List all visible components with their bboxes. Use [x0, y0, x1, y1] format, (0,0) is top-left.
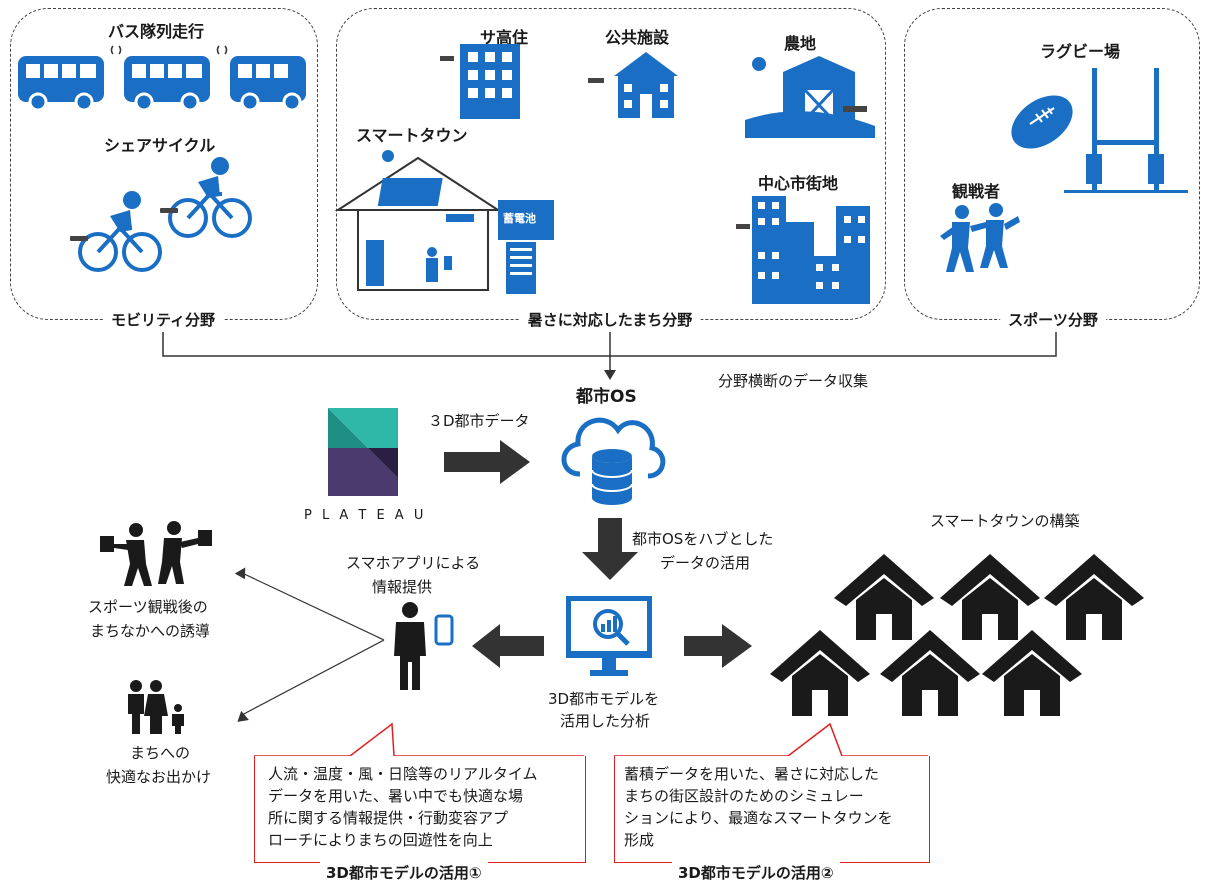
callout-1-line-3: 所に関する情報提供・行動変容アプ: [268, 809, 509, 827]
bus-platoon-title: バス隊列走行: [108, 22, 205, 41]
downtown-title: 中心市街地: [758, 174, 839, 193]
elderly-housing-title: サ高住: [480, 28, 529, 47]
guide-label-2: まちなかへの誘導: [90, 622, 211, 640]
callout-1-line-2: データを用いた、暑い中でも快適な場: [268, 787, 524, 805]
analysis-monitor-icon: [566, 596, 652, 676]
school-icon: [588, 52, 678, 118]
callout-1-line-1: 人流・温度・風・日陰等のリアルタイム: [268, 765, 538, 783]
plateau-logo: [328, 408, 398, 496]
callout-2-title: 3D都市モデルの活用②: [672, 862, 840, 883]
city-os-title: 都市OS: [576, 387, 637, 407]
spectators-icon: [940, 203, 1020, 272]
city-icon: [736, 196, 870, 304]
rugby-icon: [1011, 68, 1188, 193]
spectators-title: 観戦者: [952, 182, 1001, 201]
farmland-title: 農地: [784, 34, 817, 53]
callout-1-title: 3D都市モデルの活用①: [320, 862, 488, 883]
smart-house-icon: [334, 150, 554, 294]
battery-label: 蓄電池: [503, 212, 536, 225]
callout-2: [614, 756, 930, 863]
callout-2-line-4: 形成: [624, 831, 655, 849]
hub-label-2: データの活用: [660, 554, 751, 572]
barn-icon: [745, 56, 875, 138]
building-icon: [440, 44, 520, 119]
family-icon: [128, 680, 184, 734]
rugby-field-title: ラグビー場: [1040, 42, 1121, 61]
smart-town-title: スマートタウン: [356, 126, 468, 145]
bicycle-icon: [70, 157, 252, 272]
guide-label-1: スポーツ観戦後の: [88, 598, 208, 616]
callout-2-line-1: 蓄積データを用いた、暑さに対応した: [624, 765, 880, 783]
analysis-label-2: 活用した分析: [560, 712, 651, 730]
heat-label: 暑さに対応したまち分野: [519, 309, 701, 330]
smarttown-build-label: スマートタウンの構築: [930, 512, 1080, 530]
public-facility-title: 公共施設: [605, 28, 670, 47]
outing-label-1: まちへの: [130, 744, 191, 762]
hub-label-1: 都市OSをハブとした: [632, 530, 774, 548]
mobility-label: モビリティ分野: [102, 309, 224, 330]
person-phone-icon: [394, 602, 454, 690]
plateau-wordmark: P L A T E A U: [304, 508, 427, 523]
smartphone-label-2: 情報提供: [372, 578, 433, 596]
outing-label-2: 快適なお出かけ: [106, 768, 212, 786]
cross-domain-label: 分野横断のデータ収集: [718, 372, 869, 390]
share-cycle-title: シェアサイクル: [104, 136, 216, 155]
smartphone-label-1: スマホアプリによる: [346, 554, 481, 572]
bus-icon: [18, 45, 306, 112]
sports-fans-icon: [100, 521, 212, 586]
houses-icon: [770, 554, 1144, 716]
callout-1-line-4: ローチによりまちの回遊性を向上: [268, 831, 493, 849]
cloud-database-icon: [561, 417, 666, 505]
analysis-label-1: 3D都市モデルを: [548, 690, 660, 708]
callout-2-line-2: まちの街区設計のためのシミュレー: [624, 787, 864, 805]
sports-label: スポーツ分野: [1000, 309, 1106, 330]
callout-2-line-3: ションにより、最適なスマートタウンを: [624, 809, 893, 827]
3d-city-data-label: ３D都市データ: [428, 412, 530, 430]
